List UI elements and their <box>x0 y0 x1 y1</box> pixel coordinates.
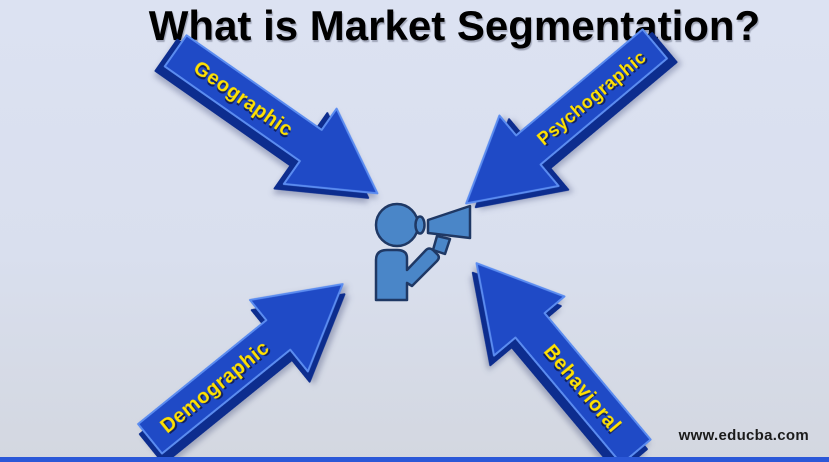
megaphone-cone <box>426 204 472 240</box>
announcer-megaphone-icon <box>366 194 478 306</box>
block-arrow-icon: Psychographic <box>465 28 678 209</box>
megaphone-handle <box>431 234 452 256</box>
arrow-geographic: Geographic <box>126 6 414 262</box>
arrow-behavioral: Behavioral <box>412 224 679 462</box>
watermark-text: www.educba.com <box>678 427 809 444</box>
megaphone-mouthpiece <box>414 215 426 235</box>
page-title: What is Market Segmentation? <box>148 2 761 49</box>
arrow-psychographic: Psychographic <box>427 2 710 269</box>
arrow-demographic: Demographic <box>114 239 398 462</box>
person-head <box>374 202 420 248</box>
person-body <box>374 247 441 302</box>
block-arrow-icon: Geographic <box>154 34 379 199</box>
footer-accent-bar <box>0 457 829 462</box>
block-arrow-icon: Demographic <box>137 283 346 462</box>
block-arrow-icon: Behavioral <box>471 262 652 462</box>
